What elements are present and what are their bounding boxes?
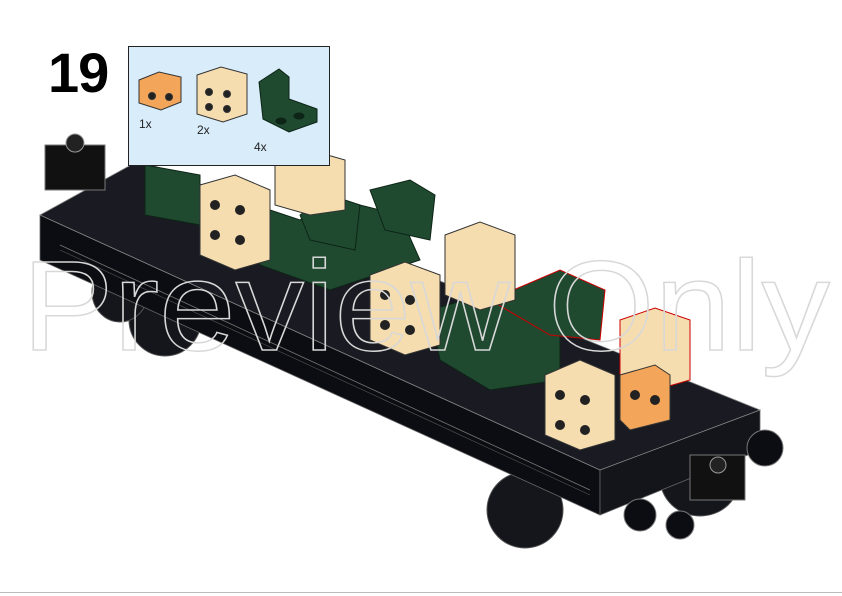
parts-illustrations	[138, 66, 318, 133]
part-quantity: 4x	[254, 140, 267, 154]
part-quantity: 2x	[197, 123, 210, 137]
green-seat-icon	[258, 68, 318, 133]
watermark-text: Preview Only	[22, 235, 830, 378]
buffers	[44, 133, 784, 540]
parts-list-callout: 1x 2x 4x	[128, 46, 330, 166]
page-bottom-divider	[0, 592, 842, 593]
part-quantity: 1x	[139, 117, 152, 131]
orange-brick-1x2-icon	[138, 71, 182, 111]
step-number: 19	[48, 41, 109, 104]
tan-brick-2x2-icon	[196, 66, 248, 123]
tan-bricks	[199, 149, 691, 451]
